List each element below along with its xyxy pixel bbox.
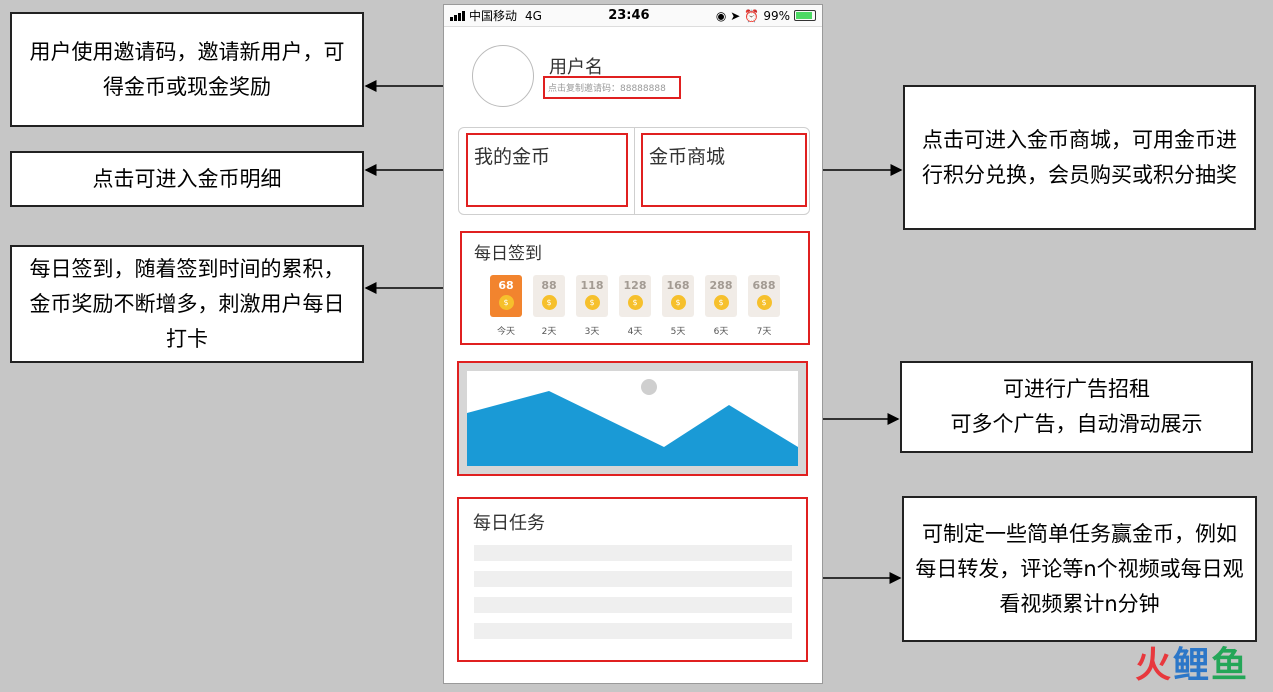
checkin-day[interactable]: 288 $ 6天 — [705, 275, 737, 337]
day-label: 4天 — [627, 327, 643, 337]
task-placeholder-row[interactable] — [474, 623, 792, 639]
invite-code-button[interactable]: 点击复制邀请码：88888888 — [543, 76, 681, 99]
coin-icon: $ — [756, 295, 772, 310]
task-placeholder-row[interactable] — [474, 545, 792, 561]
checkin-day[interactable]: 68 $ 今天 — [490, 275, 522, 337]
coin-mall-button[interactable]: 金币商城 — [641, 133, 807, 207]
tasks-title: 每日任务 — [473, 513, 545, 534]
annotation-ad-line1: 可进行广告招租 — [1003, 377, 1150, 401]
banner-mountains — [467, 391, 798, 466]
checkin-day[interactable]: 128 $ 4天 — [619, 275, 651, 337]
checkin-days: 68 $ 今天 88 $ 2天 118 $ 3天 128 $ 4天 168 $ 5天 28… — [490, 275, 780, 337]
annotation-ad: 可进行广告招租 可多个广告，自动滑动展示 — [900, 361, 1253, 453]
watermark-part1: 火 — [1134, 645, 1173, 686]
day-points: 68 — [498, 279, 514, 292]
daily-tasks-panel: 每日任务 — [457, 497, 808, 662]
coin-icon: $ — [670, 295, 686, 310]
annotation-checkin: 每日签到，随着签到时间的累积，金币奖励不断增多，刺激用户每日打卡 — [10, 245, 364, 363]
checkin-day[interactable]: 118 $ 3天 — [576, 275, 608, 337]
banner-sun-icon — [641, 379, 657, 395]
coin-icon: $ — [498, 295, 514, 310]
annotation-ad-line2: 可多个广告，自动滑动展示 — [950, 412, 1203, 436]
annotation-coin-detail-text: 点击可进入金币明细 — [92, 166, 282, 191]
annotation-coin-detail: 点击可进入金币明细 — [10, 151, 364, 207]
network-label: 4G — [525, 8, 542, 23]
day-points: 88 — [541, 279, 557, 292]
day-points: 688 — [752, 279, 776, 292]
alarm-icon: ⏰ — [744, 8, 760, 23]
day-label: 2天 — [541, 327, 557, 337]
annotation-tasks-text: 可制定一些简单任务赢金币，例如每日转发，评论等n个视频或每日观看视频累计n分钟 — [915, 521, 1244, 616]
annotation-invite-text: 用户使用邀请码，邀请新用户，可得金币或现金奖励 — [29, 39, 345, 99]
task-placeholder-row[interactable] — [474, 571, 792, 587]
day-label: 7天 — [756, 327, 772, 337]
checkin-day[interactable]: 168 $ 5天 — [662, 275, 694, 337]
annotation-mall-text: 点击可进入金币商城，可用金币进行积分兑换，会员购买或积分抽奖 — [922, 127, 1237, 187]
day-points: 128 — [623, 279, 647, 292]
checkin-day[interactable]: 88 $ 2天 — [533, 275, 565, 337]
coin-mall-label: 金币商城 — [649, 146, 726, 168]
my-coins-button[interactable]: 我的金币 — [466, 133, 628, 207]
day-label: 3天 — [584, 327, 600, 337]
avatar[interactable] — [472, 45, 534, 107]
checkin-day[interactable]: 688 $ 7天 — [748, 275, 780, 337]
coin-icon: $ — [627, 295, 643, 310]
annotation-checkin-text: 每日签到，随着签到时间的累积，金币奖励不断增多，刺激用户每日打卡 — [29, 256, 345, 351]
username: 用户名 — [549, 57, 603, 78]
day-points: 168 — [666, 279, 690, 292]
banner-image-placeholder — [467, 371, 798, 466]
navigation-icon: ➤ — [730, 8, 741, 23]
coin-card-row — [458, 127, 810, 215]
status-bar: 中国移动 4G 23:46 ◉ ➤ ⏰ 99% — [444, 5, 822, 27]
annotation-tasks: 可制定一些简单任务赢金币，例如每日转发，评论等n个视频或每日观看视频累计n分钟 — [902, 496, 1257, 642]
annotation-mall: 点击可进入金币商城，可用金币进行积分兑换，会员购买或积分抽奖 — [903, 85, 1256, 230]
my-coins-label: 我的金币 — [474, 146, 551, 168]
watermark-part3: 鱼 — [1210, 645, 1249, 686]
signal-icon — [450, 10, 465, 21]
location-icon: ◉ — [715, 8, 727, 23]
battery-percent: 99% — [763, 8, 790, 23]
day-label: 今天 — [496, 327, 515, 337]
day-points: 118 — [580, 279, 604, 292]
phone-screen: 中国移动 4G 23:46 ◉ ➤ ⏰ 99% 用户名 点击复制邀请码：8888… — [443, 4, 823, 684]
checkin-title: 每日签到 — [474, 244, 542, 264]
coin-icon: $ — [713, 295, 729, 310]
watermark-logo: 火鲤鱼 — [1135, 636, 1249, 688]
clock: 23:46 — [608, 8, 650, 23]
ad-banner[interactable] — [457, 361, 808, 476]
coin-icon: $ — [584, 295, 600, 310]
daily-checkin-panel: 每日签到 — [460, 231, 810, 345]
day-label: 6天 — [713, 327, 729, 337]
day-label: 5天 — [670, 327, 686, 337]
task-placeholder-row[interactable] — [474, 597, 792, 613]
annotation-invite: 用户使用邀请码，邀请新用户，可得金币或现金奖励 — [10, 12, 364, 127]
invite-code-text: 点击复制邀请码：88888888 — [548, 84, 666, 94]
watermark-part2: 鲤 — [1172, 645, 1211, 686]
battery-icon — [793, 10, 816, 21]
day-points: 288 — [709, 279, 733, 292]
coin-card-divider — [634, 128, 635, 214]
carrier-label: 中国移动 — [469, 9, 518, 23]
coin-icon: $ — [541, 295, 557, 310]
